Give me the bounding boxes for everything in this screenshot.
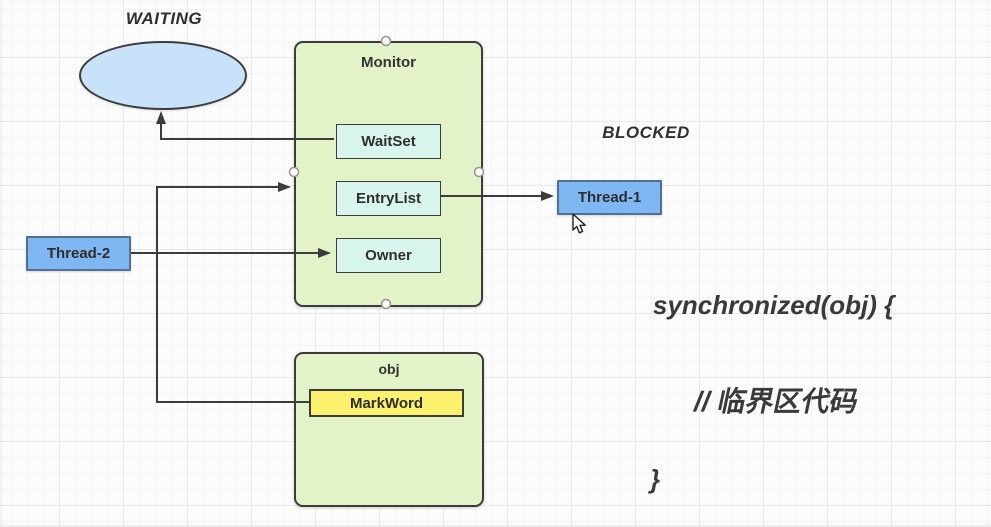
- monitor-title: Monitor: [361, 54, 416, 71]
- code-synchronized-line: synchronized(obj) {: [653, 290, 895, 320]
- markword-field[interactable]: MarkWord: [309, 389, 464, 417]
- owner-label: Owner: [365, 247, 412, 264]
- mouse-pointer-icon: [572, 213, 586, 234]
- thread2-label: Thread-2: [46, 245, 111, 262]
- obj-box[interactable]: obj: [294, 352, 484, 507]
- waiting-state-label: WAITING: [125, 9, 203, 28]
- markword-label: MarkWord: [349, 394, 424, 412]
- thread1-label: Thread-1: [577, 189, 642, 206]
- obj-title: obj: [378, 361, 400, 377]
- code-critical-section-comment: // 临界区代码: [691, 386, 862, 417]
- waitset-field[interactable]: WaitSet: [336, 124, 441, 159]
- thread1-box[interactable]: Thread-1: [557, 180, 662, 215]
- monitor-box[interactable]: Monitor WaitSet EntryList Owner: [294, 41, 483, 307]
- owner-field[interactable]: Owner: [336, 238, 441, 273]
- thread2-box[interactable]: Thread-2: [26, 236, 131, 271]
- waitset-label: WaitSet: [361, 133, 416, 150]
- waiting-ellipse-shape[interactable]: [79, 41, 247, 110]
- entrylist-field[interactable]: EntryList: [336, 181, 441, 216]
- blocked-state-label: BLOCKED: [602, 123, 690, 142]
- edge-markword-to-monitor[interactable]: [156, 182, 309, 403]
- code-closing-brace: }: [650, 464, 661, 494]
- entrylist-label: EntryList: [355, 190, 421, 207]
